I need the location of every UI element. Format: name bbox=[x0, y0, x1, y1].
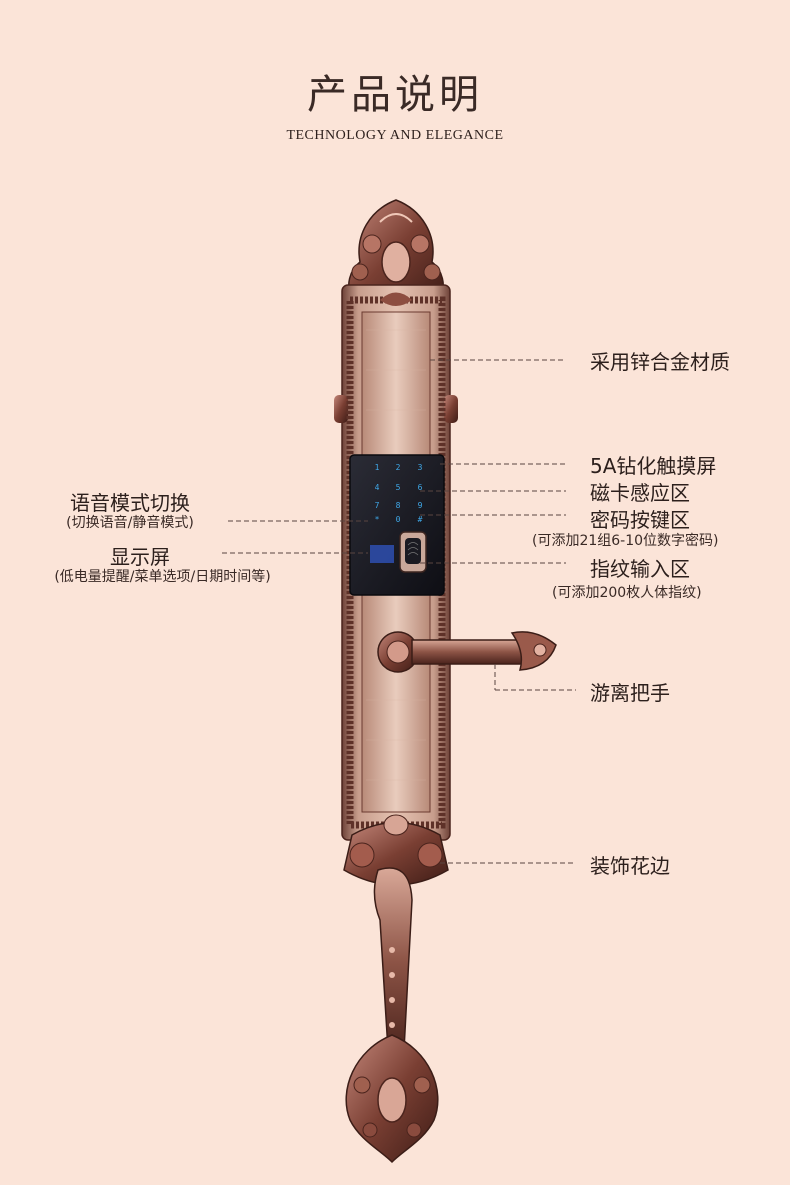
keypad-key[interactable]: * bbox=[375, 515, 380, 524]
door-handle[interactable] bbox=[377, 631, 557, 673]
keypad-key[interactable]: 3 bbox=[418, 463, 423, 472]
display-screen bbox=[370, 545, 394, 563]
callout-touchscreen: 5A钻化触摸屏 bbox=[590, 454, 717, 478]
keypad-key[interactable]: 9 bbox=[418, 501, 423, 510]
page-subtitle: TECHNOLOGY AND ELEGANCE bbox=[286, 128, 504, 143]
callout-voice-note: (切换语音/静音模式) bbox=[66, 515, 194, 531]
callout-decoration: 装饰花边 bbox=[590, 854, 670, 878]
callout-password-note: (可添加21组6-10位数字密码) bbox=[532, 533, 719, 549]
touch-panel bbox=[349, 454, 445, 596]
keypad-key[interactable]: 0 bbox=[396, 515, 401, 524]
callout-handle: 游离把手 bbox=[590, 681, 670, 705]
keypad-key[interactable]: 5 bbox=[396, 483, 401, 492]
callout-display-note: (低电量提醒/菜单选项/日期时间等) bbox=[54, 569, 271, 585]
callout-fingerprint-note: (可添加200枚人体指纹) bbox=[552, 585, 702, 601]
pull-grip bbox=[373, 867, 413, 1056]
keypad-key[interactable]: 2 bbox=[396, 463, 401, 472]
keypad-key[interactable]: 7 bbox=[375, 501, 380, 510]
page-title: 产品说明 bbox=[307, 72, 483, 118]
callout-card-reader: 磁卡感应区 bbox=[590, 481, 690, 505]
callout-display: 显示屏 bbox=[110, 545, 170, 569]
bottom-crest bbox=[345, 1034, 439, 1164]
keypad-key[interactable]: # bbox=[418, 515, 423, 524]
callout-fingerprint: 指纹输入区 bbox=[590, 557, 690, 581]
callout-material: 采用锌合金材质 bbox=[590, 350, 730, 374]
top-crest bbox=[348, 199, 444, 301]
keypad-key[interactable]: 1 bbox=[375, 463, 380, 472]
callout-voice-mode: 语音模式切换 bbox=[70, 491, 190, 515]
leader-lines bbox=[222, 359, 576, 864]
keypad-key[interactable]: 8 bbox=[396, 501, 401, 510]
keypad: 1 2 3 4 5 6 7 8 9 * 0 # bbox=[375, 463, 423, 524]
callout-password-keypad: 密码按键区 bbox=[590, 508, 690, 532]
keypad-key[interactable]: 4 bbox=[375, 483, 380, 492]
keypad-key[interactable]: 6 bbox=[418, 483, 423, 492]
decorative-trim bbox=[343, 814, 449, 886]
